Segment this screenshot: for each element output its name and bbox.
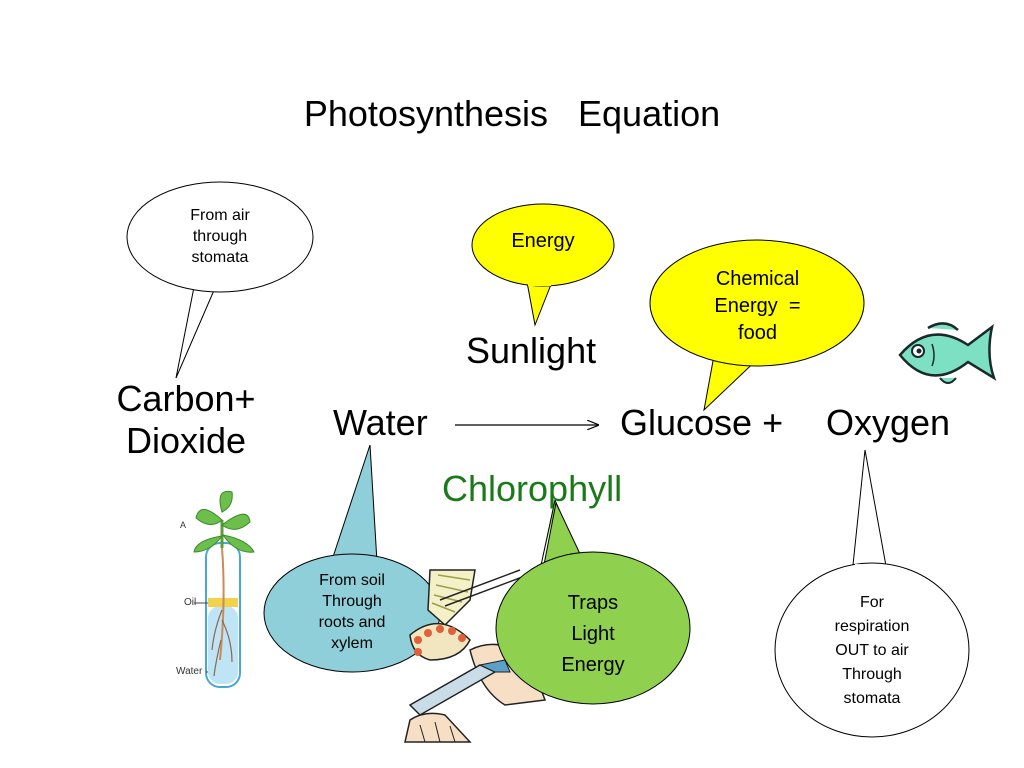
traps-callout-text: Traps Light Energy xyxy=(528,588,658,681)
soil-callout-line: From soil xyxy=(319,572,385,589)
glucose-term: Glucose + xyxy=(620,402,784,443)
respiration-callout-line: For xyxy=(860,594,884,611)
energy-callout-line: Energy xyxy=(511,230,575,252)
leaf-cutting-illustration xyxy=(404,569,547,743)
soil-callout-line: xylem xyxy=(331,635,373,652)
test-tube-label-oil: Oil xyxy=(184,597,197,608)
test-tube-illustration xyxy=(193,490,255,688)
slide-title: Photosynthesis Equation xyxy=(303,93,721,134)
soil-callout-bubble xyxy=(263,444,441,673)
respiration-callout-line: stomata xyxy=(843,690,901,707)
oxygen-term: Oxygen xyxy=(826,402,951,443)
air-callout-line: through xyxy=(192,228,248,245)
respiration-callout-text: For respiration OUT to air Through stoma… xyxy=(802,591,942,711)
traps-callout-line: Energy xyxy=(561,654,625,676)
air-callout-text: From air through stomata xyxy=(150,205,290,268)
respiration-callout-line: respiration xyxy=(834,618,910,635)
fish-illustration xyxy=(898,322,997,384)
chemical-callout-line: food xyxy=(738,322,777,344)
chemical-callout-bubble xyxy=(649,239,865,412)
soil-callout-text: From soil Through roots and xylem xyxy=(282,570,422,654)
chlorophyll-term: Chlorophyll xyxy=(442,468,623,509)
respiration-callout-line: OUT to air xyxy=(835,642,909,659)
air-callout-line: From air xyxy=(190,207,250,224)
soil-callout-line: Through xyxy=(322,593,382,610)
traps-callout-bubble xyxy=(495,498,691,705)
traps-callout-line: Traps xyxy=(567,592,619,614)
air-callout-line: stomata xyxy=(191,249,249,266)
chemical-callout-line: Chemical xyxy=(715,268,800,290)
test-tube-label-a: A xyxy=(180,520,187,530)
respiration-callout-bubble xyxy=(774,449,970,738)
traps-callout-line: Light xyxy=(571,623,615,645)
energy-callout-bubble xyxy=(471,203,615,327)
carbon-dioxide-term: Carbon+ Dioxide xyxy=(108,378,264,462)
test-tube-label-water: Water xyxy=(176,666,203,677)
chemical-callout-text: Chemical Energy = food xyxy=(680,266,835,347)
chemical-callout-line: Energy = xyxy=(714,295,801,317)
air-callout-bubble xyxy=(126,181,314,379)
carbon-dioxide-line1: Carbon+ xyxy=(116,378,256,419)
sunlight-term: Sunlight xyxy=(466,330,597,371)
carbon-dioxide-line2: Dioxide xyxy=(125,420,247,461)
energy-callout-text: Energy xyxy=(483,228,603,255)
soil-callout-line: roots and xyxy=(318,614,386,631)
water-term: Water xyxy=(333,402,428,443)
respiration-callout-line: Through xyxy=(842,666,902,683)
